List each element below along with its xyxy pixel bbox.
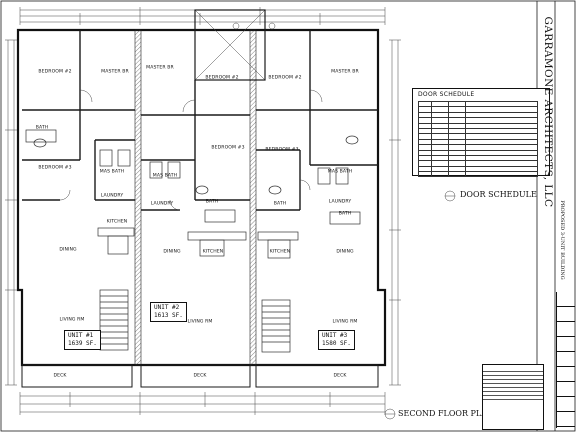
sheet-title: SECOND FLOOR PLAN [398,409,494,418]
room-label: BEDROOM #2 [205,75,239,81]
dimension-lines-sides [5,39,401,386]
unit-2-partitions [141,80,250,211]
light-well [194,9,266,81]
unit-3-partitions [256,30,378,211]
room-label: KITCHEN [202,249,224,255]
room-label: LIVING RM [332,319,358,325]
fixtures [25,129,361,259]
room-label: DINING [59,247,77,253]
stairs [99,289,291,353]
room-label: BATH [338,211,352,217]
door-schedule-table: DOOR SCHEDULE [412,88,550,178]
title-block-cells [556,292,575,428]
room-label: BATH [273,201,287,207]
room-label: DECK [53,373,67,379]
room-label: BEDROOM #2 [38,69,72,75]
room-label: LAUNDRY [328,199,352,205]
room-label: BATH [205,199,219,205]
firm-name: GARRAMONE ARCHITECTS, LLC [542,16,554,208]
door-schedule-grid [418,100,538,178]
door-schedule-table-title: DOOR SCHEDULE [418,91,475,98]
room-label: MASTER BR [101,69,129,75]
room-label: BEDROOM #3 [38,165,72,171]
room-label: DINING [336,249,354,255]
room-label: KITCHEN [106,219,128,225]
room-label: LAUNDRY [150,201,174,207]
room-label: DECK [193,373,207,379]
room-label: MASTER BR [146,65,174,71]
room-label: BEDROOM #2 [268,75,302,81]
room-label: LAUNDRY [100,193,124,199]
room-label: BEDROOM #3 [265,147,299,153]
door-schedule-callout: DOOR SCHEDULE [460,190,537,199]
dimension-lines-bottom [19,392,386,415]
room-label: KITCHEN [269,249,291,255]
unit-1-partitions [22,30,135,201]
project-name: PROPOSED 3-UNIT BUILDING [559,200,565,280]
room-label: DECK [333,373,347,379]
callout-symbols [232,22,456,420]
room-label: LIVING RM [187,319,213,325]
room-label: MAS BATH [99,169,125,175]
room-label: DINING [163,249,181,255]
general-notes-block [482,364,544,430]
decks [21,364,379,388]
room-label: BATH [35,125,49,131]
door-swings [59,89,323,211]
room-label: MASTER BR [331,69,359,75]
firm-name-block: GARRAMONE ARCHITECTS, LLC [538,12,558,212]
room-label: LIVING RM [59,317,85,323]
room-label: MAS BATH [327,169,353,175]
party-walls [134,29,257,366]
project-name-block: PROPOSED 3-UNIT BUILDING [557,190,567,290]
room-label: MAS BATH [152,173,178,179]
room-label: BEDROOM #3 [211,145,245,151]
